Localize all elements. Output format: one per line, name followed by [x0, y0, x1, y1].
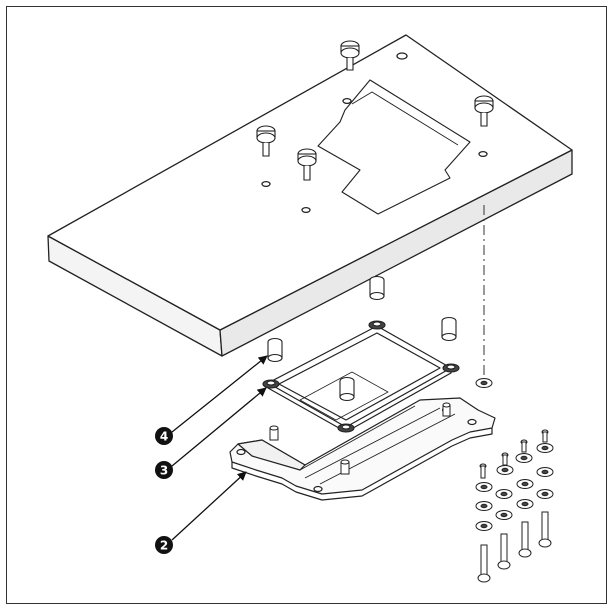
- arrow-3: [171, 387, 267, 467]
- base-stud: [269, 402, 451, 475]
- rubber-cushion: [262, 337, 283, 389]
- top-screw: [297, 148, 317, 181]
- rubber-cushion: [368, 275, 386, 330]
- svg-text:3: 3: [160, 464, 168, 478]
- arrow-2: [171, 471, 247, 541]
- top-screw: [474, 95, 494, 127]
- rubber-cushion: [441, 316, 460, 373]
- arrow-4: [171, 355, 268, 433]
- svg-text:2: 2: [160, 539, 168, 553]
- callout-3: 3: [155, 461, 173, 479]
- rubber-cushion: [337, 376, 355, 433]
- top-screw: [256, 125, 276, 157]
- top-screw: [340, 40, 360, 71]
- mounting-hardware: [475, 378, 554, 583]
- callout-arrows: [171, 355, 268, 541]
- table-top: [47, 34, 573, 357]
- svg-text:4: 4: [160, 430, 168, 444]
- oil-pan-base: [229, 397, 496, 501]
- callout-2: 2: [155, 536, 173, 554]
- callout-4: 4: [155, 427, 173, 445]
